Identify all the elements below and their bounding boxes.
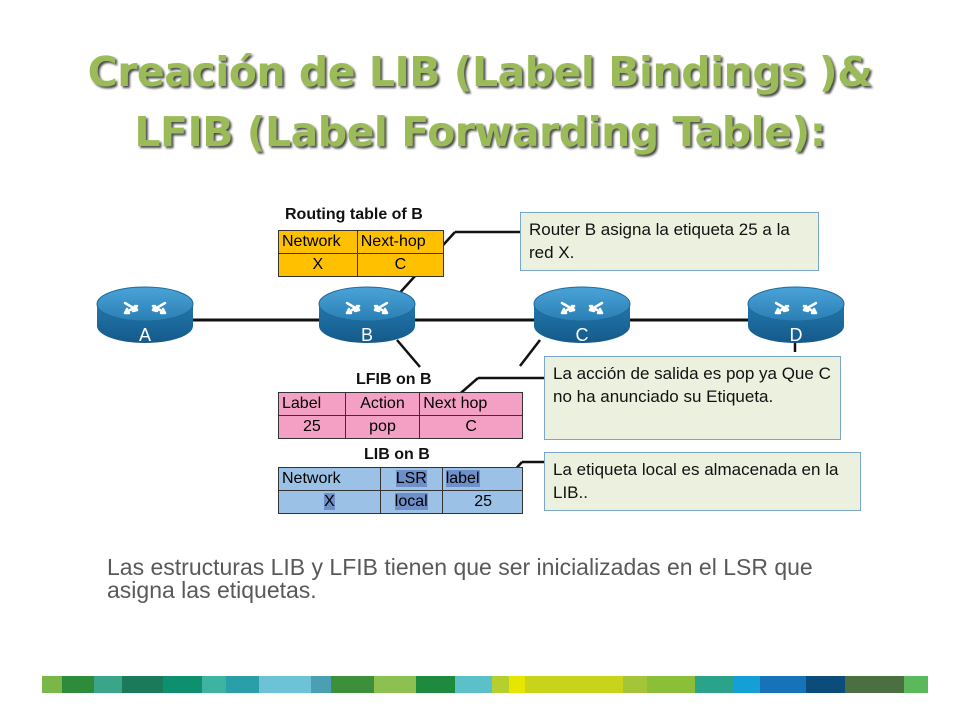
table-header-cell: Action xyxy=(344,392,421,416)
router-c-label: C xyxy=(576,325,589,345)
table-cell: C xyxy=(356,253,445,277)
pointer-b-to-lfib xyxy=(396,339,421,368)
footer-color-bar xyxy=(42,676,928,693)
lfib-caption: LFIB on B xyxy=(356,371,432,388)
lfib-table: Label Action Next hop 25 pop C xyxy=(278,392,523,439)
footer-bar-segment xyxy=(903,676,928,693)
table-header-cell: Network xyxy=(278,467,381,491)
table-cell-text: X xyxy=(324,493,335,510)
table-header-cell: LSR xyxy=(379,467,443,491)
table-cell: X xyxy=(278,490,381,514)
slide-title-line-1: Creación de LIB (Label Bindings )& xyxy=(87,48,873,96)
footer-bar-segment xyxy=(162,676,203,693)
table-cell: X xyxy=(278,253,358,277)
footer-bar-segment xyxy=(42,676,62,693)
pointer-c-to-callout xyxy=(519,339,541,367)
footer-bar-segment xyxy=(202,676,227,693)
footer-bar-segment xyxy=(760,676,806,693)
callout-local-label: La etiqueta local es almacenada en la LI… xyxy=(544,452,861,511)
table-cell: 25 xyxy=(278,415,346,439)
footer-bar-segment xyxy=(374,676,416,693)
footer-bar-segment xyxy=(805,676,846,693)
footer-bar-segment xyxy=(694,676,734,693)
table-header-cell: label xyxy=(441,467,524,491)
router-b[interactable]: B xyxy=(318,286,416,345)
table-header-row: Network LSR label xyxy=(278,467,524,491)
footer-bar-segment xyxy=(415,676,455,693)
footer-bar-segment xyxy=(646,676,695,693)
footer-bar-segment xyxy=(492,676,510,693)
callout-pop-action: La acción de salida es pop ya Que C no h… xyxy=(544,356,841,440)
footer-bar-segment xyxy=(845,676,904,693)
footer-bar-segment xyxy=(226,676,259,693)
footer-bar-segment xyxy=(258,676,312,693)
footer-bar-segment xyxy=(509,676,525,693)
table-cell: local xyxy=(379,490,443,514)
table-row: 25 pop C xyxy=(278,415,523,439)
table-header-text: LSR xyxy=(395,470,427,487)
footer-bar-segment xyxy=(622,676,647,693)
summary-text: Las estructuras LIB y LFIB tienen que se… xyxy=(107,554,813,603)
table-cell: pop xyxy=(344,415,421,439)
router-c[interactable]: C xyxy=(533,286,631,345)
table-row: X C xyxy=(278,253,445,277)
slide-title-line-2: LFIB (Label Forwarding Table): xyxy=(134,108,826,156)
table-header-row: Network Next-hop xyxy=(278,230,445,254)
table-header-cell: Network xyxy=(278,230,358,254)
footer-bar-segment xyxy=(121,676,163,693)
table-header-row: Label Action Next hop xyxy=(278,392,523,416)
callout-label-assignment: Router B asigna la etiqueta 25 a la red … xyxy=(520,212,819,271)
footer-bar-segment xyxy=(311,676,331,693)
routing-table: Network Next-hop X C xyxy=(278,230,445,277)
slide-title: Creación de LIB (Label Bindings )& LFIB … xyxy=(0,42,960,162)
footer-bar-segment xyxy=(94,676,122,693)
table-cell-text: local xyxy=(394,493,428,510)
table-header-cell: Next-hop xyxy=(356,230,445,254)
table-cell: 25 xyxy=(441,490,524,514)
router-a-label: A xyxy=(139,325,151,345)
footer-bar-segment xyxy=(524,676,623,693)
router-a[interactable]: A xyxy=(96,286,194,345)
table-row: X local 25 xyxy=(278,490,524,514)
table-header-cell: Next hop xyxy=(419,392,523,416)
footer-bar-segment xyxy=(330,676,375,693)
lib-caption: LIB on B xyxy=(364,446,430,463)
router-b-label: B xyxy=(361,325,373,345)
router-d-label: D xyxy=(790,325,803,345)
table-header-text: label xyxy=(445,470,480,487)
routing-table-caption: Routing table of B xyxy=(285,206,423,223)
router-d[interactable]: D xyxy=(747,286,845,345)
table-header-cell: Label xyxy=(278,392,346,416)
footer-bar-segment xyxy=(733,676,761,693)
footer-bar-segment xyxy=(61,676,95,693)
footer-bar-segment xyxy=(455,676,493,693)
lib-table: Network LSR label X local 25 xyxy=(278,467,524,514)
table-cell: C xyxy=(419,415,523,439)
